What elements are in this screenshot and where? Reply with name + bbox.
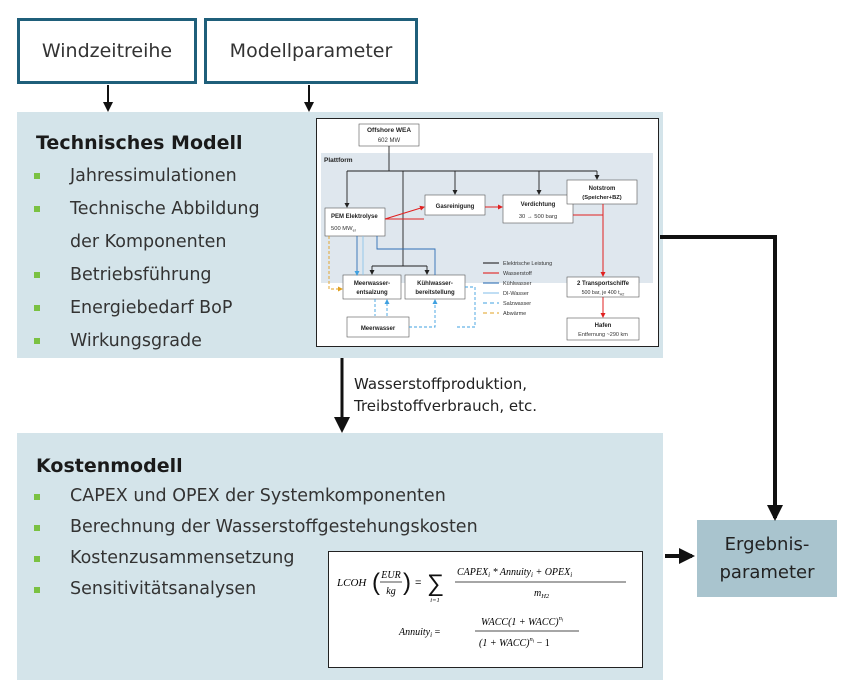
verdichtung-box [502,194,574,224]
lcoh-label: LCOH [336,577,367,589]
bullet-icon [34,338,40,344]
kuehlwasser-label-1: Kühlwasser- [417,281,453,287]
entsalzung-label-2: entsalzung [356,290,388,296]
kuehlwasser-box [404,274,466,300]
notstrom-label: Notstrom [589,186,616,192]
annuity-label: Annuityi = [398,627,441,639]
pem-label: PEM Elektrolyse [331,214,378,220]
numerator-text: CAPEXi * Annuityi + OPEXi [457,567,572,579]
cost-model-title: Kostenmodell [36,455,183,477]
formula-box: LCOH ( EUR kg ) = ∑ i=1 CAPEXi * Annuity… [328,551,643,668]
bullet-icon [34,305,40,311]
pem-box [324,207,386,237]
technical-model-title: Technisches Modell [36,132,243,154]
annuity-numerator: WACC(1 + WACC)ni [481,615,564,628]
gasreinigung-box [424,194,486,216]
sum-symbol: ∑ [427,570,444,597]
list-item: Technische Abbildung [30,193,260,226]
verdichtung-sub: 30 → 500 barg [519,214,557,220]
entsalzung-box [342,274,402,300]
kg-label: kg [386,586,395,597]
result-line-1: Ergebnis- [724,533,810,555]
flow-label-line-2: Treibstoffverbrauch, etc. [354,397,537,415]
offshore-wea-power: 602 MW [378,138,401,144]
list-item: Kostenzusammensetzung [30,543,478,574]
verdichtung-label: Verdichtung [521,202,556,208]
list-item: CAPEX und OPEX der Systemkomponenten [30,481,478,512]
list-item: Betriebsführung [30,259,260,292]
hafen-sub: Entfernung ~290 km [578,332,628,338]
result-line-2: parameter [719,561,815,583]
legend-label: Abwärme [503,311,526,317]
eur-label: EUR [380,570,400,581]
paren-left: ( [372,569,380,596]
diagram-legend: Elektrische LeistungWasserstoffKühlwasse… [483,261,552,317]
legend-label: DI-Wasser [503,291,529,297]
transport-box [566,276,640,298]
bullet-icon [34,587,40,593]
legend-label: Wasserstoff [503,271,532,277]
hafen-label: Hafen [595,323,612,329]
bullet-icon [34,494,40,500]
bullet-icon [34,556,40,562]
input-box-params: Modellparameter [204,18,418,84]
entsalzung-label-1: Meerwasser- [354,281,390,287]
gasreinigung-label: Gasreinigung [436,204,475,210]
legend-label: Salzwasser [503,301,531,307]
meerwasser-label: Meerwasser [361,326,396,332]
legend-label: Kühlwasser [503,281,532,287]
input-params-label: Modellparameter [229,40,393,62]
transport-label: 2 Transportschiffe [577,281,630,287]
list-item: Jahressimulationen [30,160,260,193]
flow-label: Wasserstoffproduktion, Treibstoffverbrau… [354,373,537,417]
kuehlwasser-label-2: bereitstellung [415,290,455,296]
cost-bullets: CAPEX und OPEX der Systemkomponenten Ber… [30,481,478,605]
system-diagram-svg: Plattform Offshore WEA 602 MW PEM Elektr… [321,123,653,341]
list-item: Sensitivitätsanalysen [30,574,478,605]
equals-sign: = [415,577,421,589]
hafen-box [566,317,640,341]
paren-right: ) [403,569,411,596]
list-item: Berechnung der Wasserstoffgestehungskost… [30,512,478,543]
bullet-icon [34,173,40,179]
technical-bullets: Jahressimulationen Technische Abbildung … [30,160,260,358]
input-wind-label: Windzeitreihe [41,40,173,62]
list-item-continuation: der Komponenten [70,232,227,252]
legend-label: Elektrische Leistung [503,261,552,267]
platform-label: Plattform [324,157,353,164]
formula-svg: LCOH ( EUR kg ) = ∑ i=1 CAPEXi * Annuity… [336,567,626,649]
flow-label-line-1: Wasserstoffproduktion, [354,375,528,393]
input-box-wind: Windzeitreihe [17,18,197,84]
bullet-icon [34,525,40,531]
bullet-icon [34,206,40,212]
list-item: Wirkungsgrade [30,325,260,358]
pem-power-text: 500 MWel [331,226,356,233]
list-item: Energiebedarf BoP [30,292,260,325]
system-diagram-image: Plattform Offshore WEA 602 MW PEM Elektr… [316,118,659,347]
bullet-icon [34,272,40,278]
result-parameter-box: Ergebnis- parameter [697,520,837,597]
annuity-denominator: (1 + WACC)ni − 1 [479,636,550,649]
sum-index: i=1 [430,597,439,604]
offshore-wea-label: Offshore WEA [367,127,411,134]
notstrom-sub: (Speicher+BZ) [582,195,622,201]
denominator-text: mH2 [534,588,550,600]
transport-sub: 500 bar, je 400 tH2 [582,290,625,297]
arrow-model-to-result [660,235,783,521]
notstrom-box [566,179,638,205]
